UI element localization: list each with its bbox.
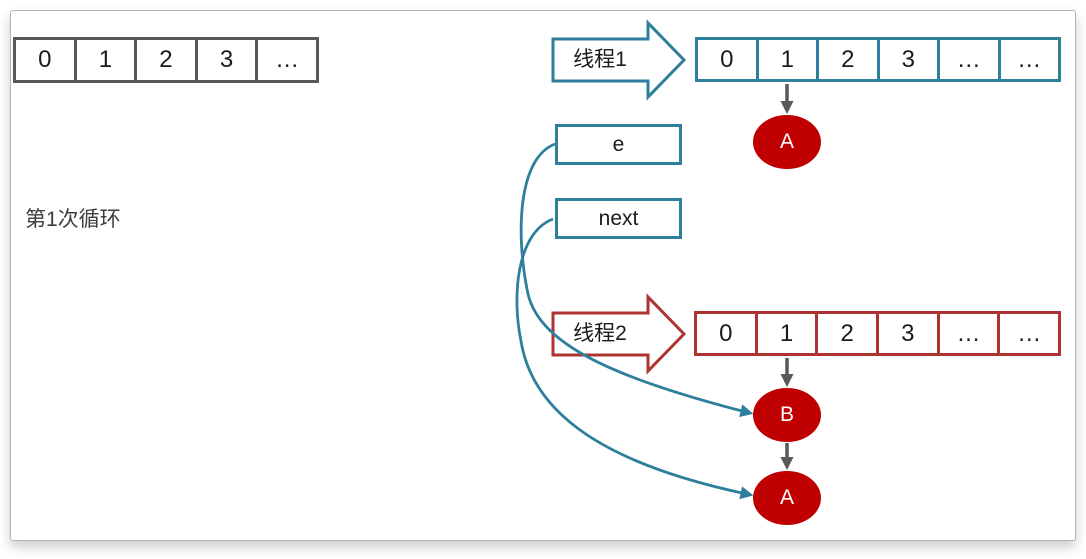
array-cell: 3 (879, 40, 940, 79)
shapes-layer (551, 19, 794, 471)
array-cell: … (939, 314, 1001, 353)
array-cell: 1 (757, 314, 819, 353)
array-cell: 0 (697, 314, 758, 353)
array-cell: 2 (137, 40, 198, 80)
thread1-node-A: A (753, 115, 821, 169)
array-cell: … (1000, 314, 1059, 353)
array-cell: 3 (197, 40, 259, 80)
thread1-array: 0 1 2 3 … … (695, 37, 1061, 82)
thread2-node-B: B (753, 388, 821, 442)
array-cell: 2 (819, 40, 880, 79)
pointer-next-box: next (555, 198, 682, 239)
thread1-label: 线程1 (573, 48, 627, 71)
next-pointer-curve (515, 217, 754, 500)
array-cell: 2 (818, 314, 880, 353)
thread2-array: 0 1 2 3 … … (694, 311, 1061, 356)
pointer-curves-layer (515, 142, 754, 500)
e-pointer-curve (519, 142, 754, 417)
array-cell: 0 (698, 40, 759, 79)
array-cell: … (940, 40, 1001, 79)
pointer-e-box: e (555, 124, 682, 165)
thread2-label: 线程2 (573, 322, 627, 345)
diagram-canvas: 0 1 2 3 … 第1次循环 线程1 0 1 2 3 … … A e next… (10, 10, 1076, 541)
array-cell: 1 (76, 40, 138, 80)
initial-array: 0 1 2 3 … (13, 37, 319, 83)
thread2-node-A: A (753, 471, 821, 525)
array-cell: … (258, 40, 316, 80)
array-cell: 0 (16, 40, 77, 80)
array-cell: 3 (879, 314, 940, 353)
loop-caption: 第1次循环 (25, 208, 121, 231)
array-cell: … (1000, 40, 1058, 79)
array-cell: 1 (758, 40, 819, 79)
